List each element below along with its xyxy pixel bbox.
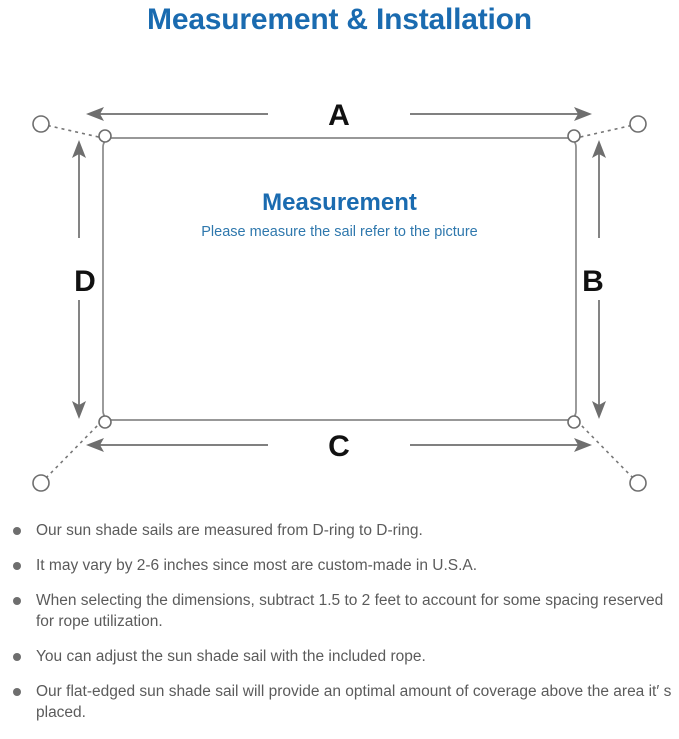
- arrow-b-bottom-head: [592, 401, 606, 419]
- measurement-diagram: A B C D: [32, 99, 647, 492]
- list-item: It may vary by 2-6 inches since most are…: [0, 555, 679, 576]
- notes-list: Our sun shade sails are measured from D-…: [0, 520, 679, 723]
- bullet-icon: [13, 597, 21, 605]
- note-text: Our sun shade sails are measured from D-…: [36, 522, 423, 539]
- d-ring-top-right: [567, 129, 581, 143]
- arrow-a-right-head: [574, 107, 592, 121]
- shade-sail-rectangle: [102, 137, 577, 421]
- note-text: It may vary by 2-6 inches since most are…: [36, 557, 478, 574]
- bullet-icon: [13, 653, 21, 661]
- arrow-b-top-head: [592, 140, 606, 158]
- rope-lines: [40, 123, 639, 484]
- anchor-point-top-right: [629, 115, 647, 133]
- dimension-labels: A B C D: [74, 99, 604, 463]
- rope-line-top-left: [40, 123, 104, 139]
- dimension-label-a: A: [328, 99, 350, 132]
- anchor-point-bottom-left: [32, 474, 50, 492]
- list-item: You can adjust the sun shade sail with t…: [0, 646, 679, 667]
- rope-line-top-right: [575, 123, 639, 139]
- anchor-points: [32, 115, 647, 492]
- bullet-icon: [13, 688, 21, 696]
- dimension-label-d: D: [74, 265, 96, 298]
- d-ring-bottom-left: [98, 415, 112, 429]
- arrow-c-left-head: [86, 438, 104, 452]
- note-text: When selecting the dimensions, subtract …: [36, 592, 664, 630]
- note-text: Our flat-edged sun shade sail will provi…: [36, 683, 672, 721]
- page-title: Measurement & Installation: [147, 3, 532, 36]
- d-ring-bottom-right: [567, 415, 581, 429]
- rope-line-bottom-left: [40, 419, 104, 484]
- bullet-icon: [13, 562, 21, 570]
- arrow-a-left-head: [86, 107, 104, 121]
- rope-line-bottom-right: [575, 419, 639, 484]
- arrow-c-right-head: [574, 438, 592, 452]
- list-item: When selecting the dimensions, subtract …: [0, 590, 679, 632]
- dimension-label-c: C: [328, 430, 350, 463]
- d-ring-top-left: [98, 129, 112, 143]
- list-item: Our sun shade sails are measured from D-…: [0, 520, 679, 541]
- dimension-arrows: [72, 107, 606, 452]
- bullet-icon: [13, 527, 21, 535]
- arrow-d-top-head: [72, 140, 86, 158]
- note-text: You can adjust the sun shade sail with t…: [36, 648, 426, 665]
- dimension-label-b: B: [582, 265, 604, 298]
- list-item: Our flat-edged sun shade sail will provi…: [0, 681, 679, 723]
- anchor-point-bottom-right: [629, 474, 647, 492]
- arrow-d-bottom-head: [72, 401, 86, 419]
- d-rings: [98, 129, 581, 429]
- anchor-point-top-left: [32, 115, 50, 133]
